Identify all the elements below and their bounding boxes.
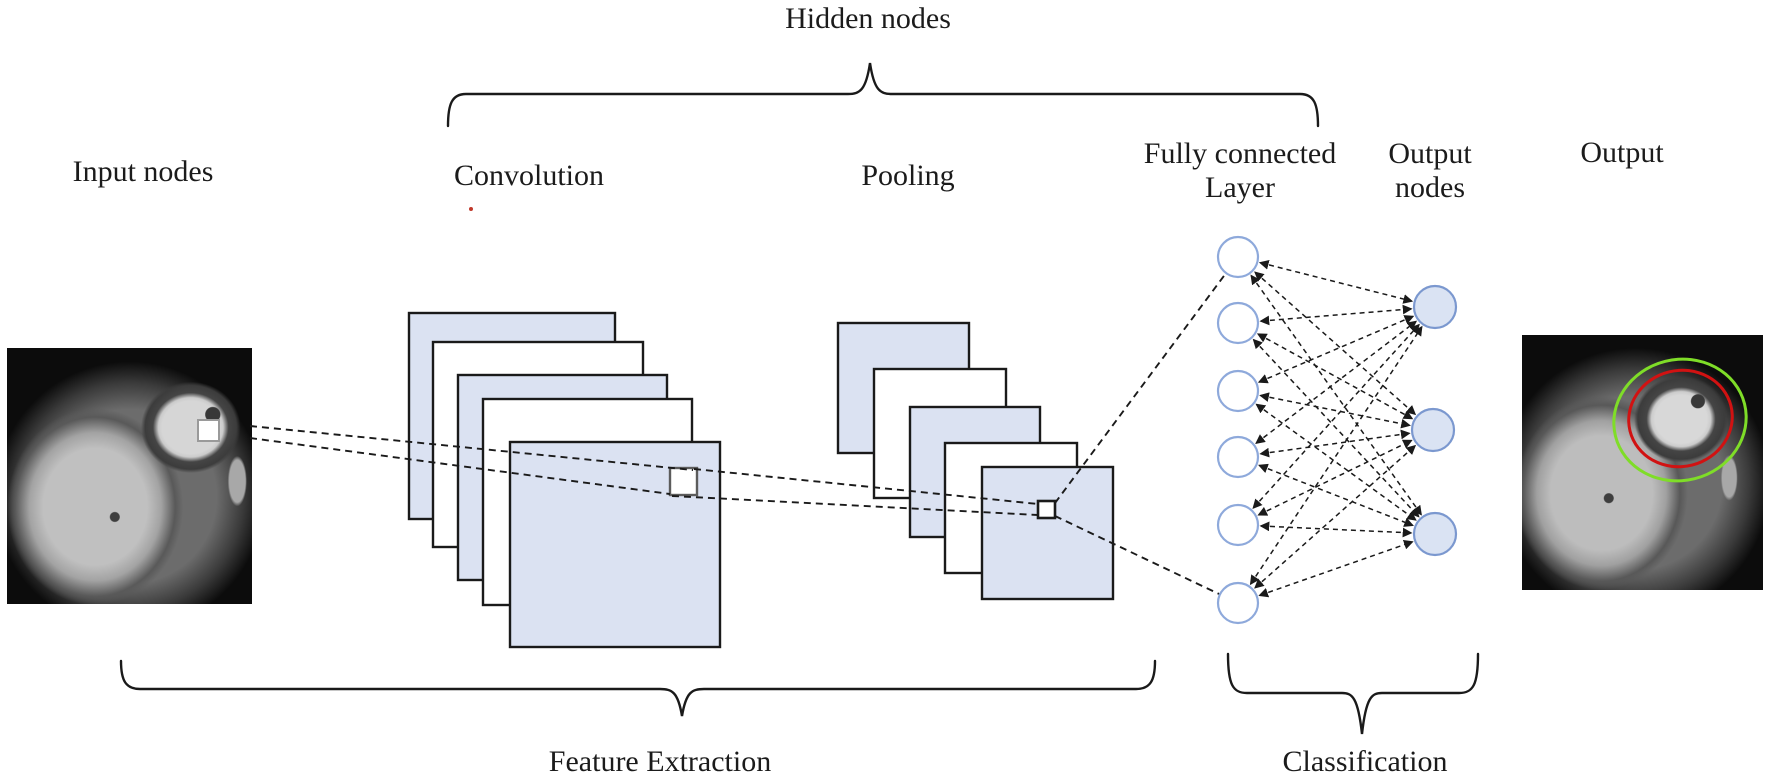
hidden-nodes-brace	[446, 62, 1320, 128]
pooling-label: Pooling	[861, 159, 955, 192]
fc-to-output-connection	[1259, 429, 1411, 458]
fc-to-output-connection	[1256, 333, 1414, 420]
convolution-label: Convolution	[453, 159, 605, 192]
feature-extraction-label: Feature Extraction	[548, 745, 772, 778]
pooling-to-fc-line-top	[1054, 273, 1227, 504]
fc-to-output-connection	[1259, 392, 1411, 429]
fc-to-output-connection	[1254, 444, 1417, 589]
conv-to-pooling-line-top	[693, 468, 1039, 505]
fully-connected-node	[1216, 503, 1260, 547]
input-patch-square	[197, 419, 220, 442]
feature-extraction-brace	[119, 659, 1157, 717]
fc-to-output-connection	[1255, 320, 1418, 444]
conv-to-pooling-line-bottom	[671, 495, 1039, 516]
fc-to-output-connection	[1252, 323, 1420, 509]
output-node	[1412, 511, 1458, 557]
input-mri-image	[7, 348, 252, 604]
output-label: Output	[1580, 136, 1664, 169]
fc-to-output-connection	[1257, 315, 1415, 384]
convolution-patch-square	[668, 466, 699, 497]
fc-to-output-connection	[1249, 325, 1423, 586]
fc-to-output-connection	[1259, 304, 1413, 326]
fully-connected-node	[1216, 581, 1260, 625]
fc-to-output-connection	[1255, 403, 1417, 521]
hidden-nodes-label: Hidden nodes	[785, 2, 951, 35]
fc-to-output-connection	[1252, 338, 1420, 518]
pooling-patch-square	[1036, 499, 1057, 520]
pooling-to-fc-line-bottom	[1054, 515, 1220, 595]
fully-connected-label: Fully connected Layer	[1143, 137, 1337, 204]
output-node	[1410, 407, 1456, 453]
classification-label: Classification	[1282, 745, 1448, 778]
fully-connected-node	[1216, 301, 1260, 345]
output-nodes-label: Output nodes	[1388, 137, 1472, 204]
output-mri-image	[1522, 335, 1763, 590]
classification-brace	[1226, 652, 1480, 735]
input-to-conv-line-top	[249, 425, 694, 471]
fc-to-output-connection	[1258, 463, 1414, 527]
output-node	[1412, 284, 1458, 330]
input-to-conv-line-bottom	[249, 437, 671, 495]
fc-to-output-connection	[1259, 521, 1413, 538]
fc-to-output-connection	[1258, 260, 1414, 304]
fc-to-output-connection	[1250, 274, 1422, 516]
fully-connected-node	[1216, 435, 1260, 479]
input-nodes-label: Input nodes	[72, 155, 214, 188]
fully-connected-node	[1216, 369, 1260, 413]
fully-connected-node	[1216, 235, 1260, 279]
pooling-feature-map	[980, 465, 1115, 601]
stray-red-dot	[469, 207, 473, 211]
fc-to-output-connection	[1258, 540, 1414, 598]
